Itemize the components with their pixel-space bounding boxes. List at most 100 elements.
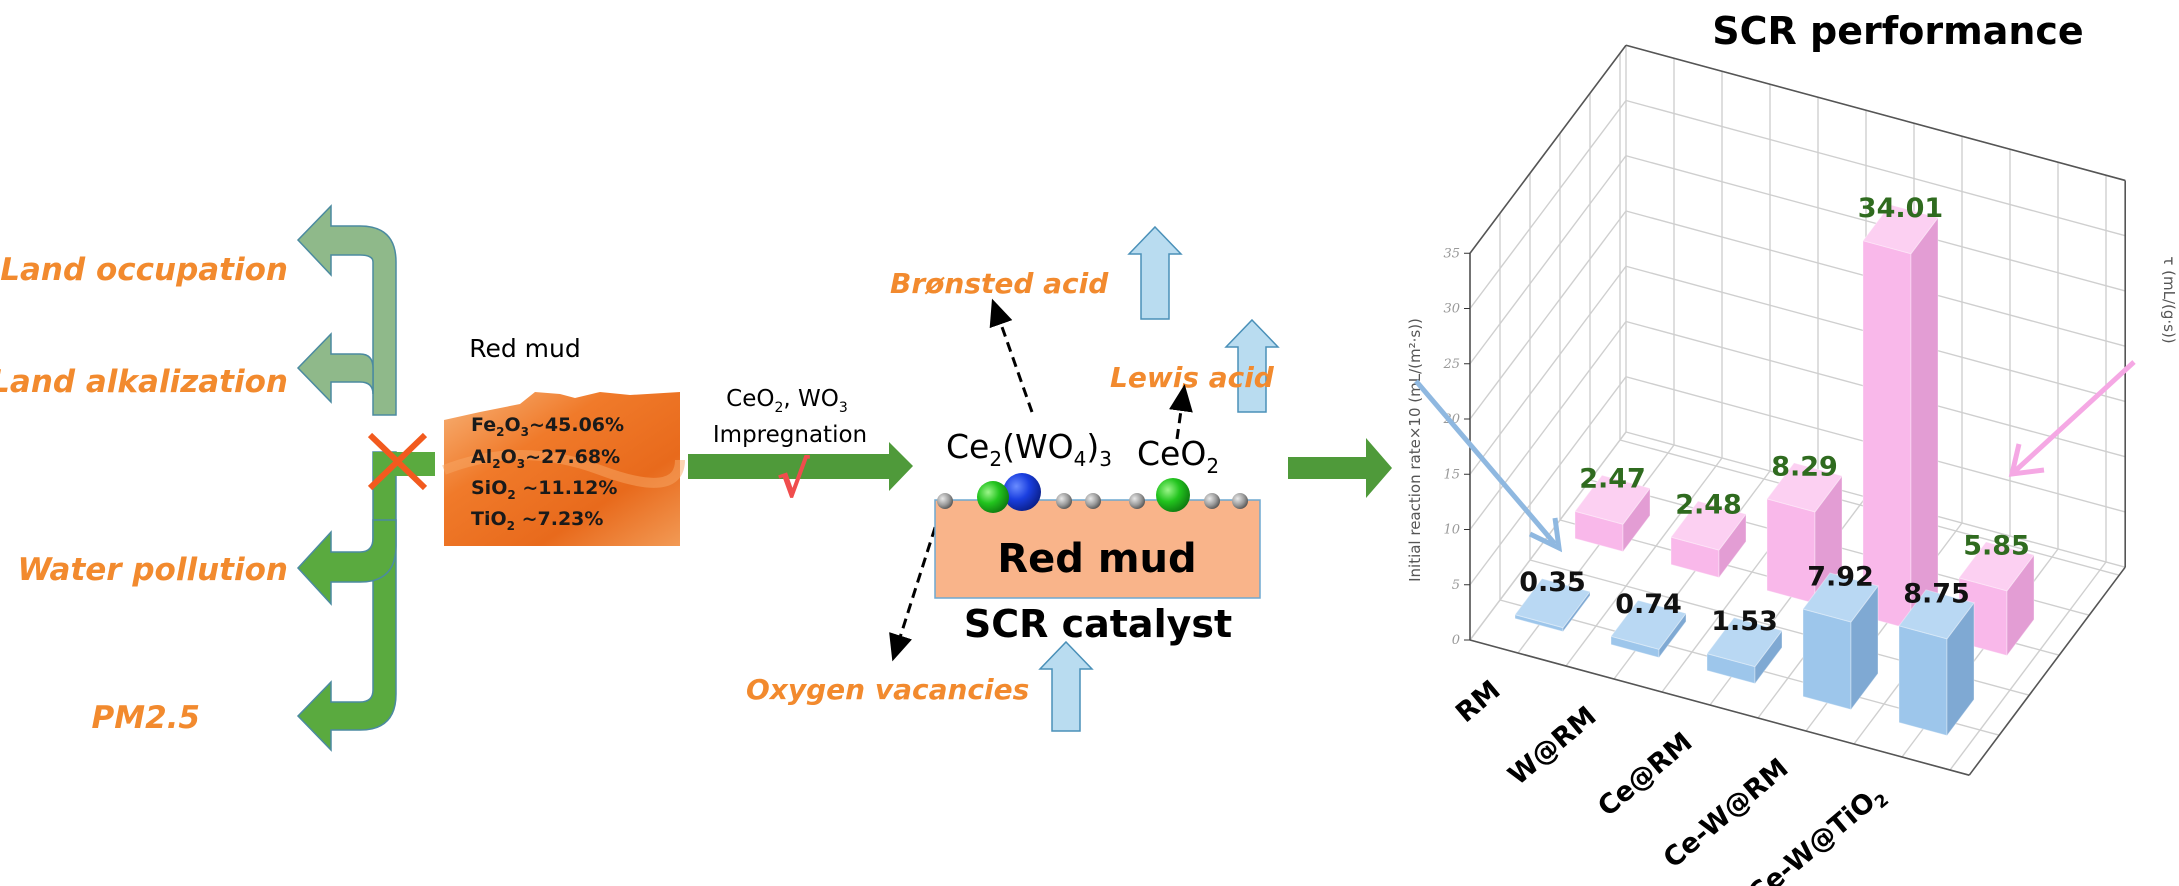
z-tick-label: 0 [1452,633,1460,648]
problem-water-pollution: Water pollution [17,552,288,588]
gridline-leftwall-z [1469,210,1627,420]
problems-panel: Land occupation Land alkalization Water … [0,204,435,752]
z-axis-title-secondary: τ (mL/(g·s)) [2160,256,2178,343]
bar-1-4-top [1958,541,2035,592]
composition-list: Fe2O3~45.06% Al2O3~27.68% SiO2 ~11.12% T… [471,414,624,533]
property-bronsted-acid: Brønsted acid [890,267,1109,300]
value-label: 5.85 [1963,530,2030,561]
chart-bars [1514,204,2035,737]
z-tick-label: 30 [1443,302,1460,317]
gridline-leftwall-z [1469,100,1627,309]
property-lewis-acid: Lewis acid [1110,361,1275,394]
value-label: 34.01 [1858,193,1943,224]
composition-tio2: TiO2 ~7.23% [471,508,603,533]
red-mud-photo [444,392,680,546]
category-label: RM [1450,675,1506,729]
green-trunk-arrow [296,451,397,752]
value-label: 7.92 [1807,561,1874,592]
impregnation-label: Impregnation [713,422,867,448]
z-tick-label: 5 [1452,578,1460,593]
category-label: Ce-W@RM [1658,753,1795,875]
increase-arrow-oxygen [1038,640,1094,732]
category-label: Ce@RM [1592,727,1698,823]
bar-1-1-top [1670,500,1747,551]
problem-pm25: PM2.5 [92,700,201,736]
dashed-pointer-oxygen [889,511,942,662]
bar-0-0-top [1514,578,1591,629]
value-label: 8.75 [1903,578,1970,609]
bar-0-1-top [1610,599,1687,650]
frame-top-left [1469,44,1627,254]
support-label: Red mud [997,536,1196,582]
increase-arrow-bronsted [1127,225,1183,320]
dashed-pointer-bronsted [989,298,1034,413]
chart-title: SCR performance [1712,9,2083,53]
reagents-label: CeO2, WO3 [726,386,848,416]
value-label: 2.47 [1579,464,1646,495]
bar-0-2-top [1706,617,1783,668]
bar-0-4-top [1898,589,1975,640]
to-performance-arrow [1288,438,1392,498]
gridline-leftwall-z [1469,376,1627,586]
chart-value-labels: 2.472.488.2934.015.850.350.741.537.928.7… [1519,193,2030,637]
bar-1-3-side [1910,216,1939,631]
pale-green-alk-arrow [296,332,374,404]
bar-0-4-front [1898,625,1948,737]
catalyst-panel: Brønsted acid Lewis acid Oxygen vacancie… [746,225,1280,732]
red-mud-title: Red mud [469,334,581,363]
chart-grid [1469,44,2126,776]
value-label: 0.74 [1615,589,1682,620]
composition-al2o3: Al2O3~27.68% [471,446,620,471]
bar-1-0-top [1574,474,1651,525]
bar-0-3-front [1802,608,1852,711]
w-species-ball [1003,473,1041,511]
scr-performance-chart: SCR performance 05101520253035 2.472.488… [1406,9,2178,886]
property-oxygen-vacancies: Oxygen vacancies [746,673,1029,706]
series-pointer-pink-arrow [2008,360,2136,477]
frame-top-back [1625,44,2126,182]
gridline-leftwall-z [1469,265,1627,475]
ceo2-ball [1156,478,1190,512]
increase-arrow-lewis [1224,318,1280,413]
z-tick-label: 15 [1443,467,1460,482]
value-label: 2.48 [1675,490,1742,521]
value-label: 8.29 [1771,451,1838,482]
oxygen-vacancy-dots [937,493,1248,509]
gridline-leftwall-z [1469,155,1627,365]
value-label: 0.35 [1519,567,1586,598]
gridline-backwall-z [1625,155,2126,292]
category-label: W@RM [1503,701,1603,792]
problem-land-occupation: Land occupation [0,252,288,288]
dashed-pointer-lewis [1169,384,1193,440]
species-ceo2: CeO2 [1137,434,1219,478]
z-tick-label: 10 [1443,523,1460,538]
species-ce2wo43: Ce2(WO4)3 [946,427,1112,471]
gridline-leftwall-z [1469,321,1627,530]
red-mud-support [934,499,1261,599]
z-tick-label: 25 [1442,357,1460,372]
gridline-floor-cat [1565,457,1723,667]
composition-fe2o3: Fe2O3~45.06% [471,414,624,439]
pale-green-branch-arrow [296,204,397,416]
approved-check-icon: √ [776,451,810,509]
ce-species-ball [977,481,1009,513]
impregnation-step: CeO2, WO3 Impregnation √ [688,386,913,509]
bar-1-2-top [1766,462,1843,513]
gridline-floor-cat [1949,561,2107,771]
process-arrow [688,442,913,491]
catalyst-name: SCR catalyst [964,602,1232,646]
axis-category [1469,639,1970,776]
z-axis-title-primary: Initial reaction rate×10 (mL/(m²·s)) [1406,318,1424,582]
green-water-arrow [296,519,397,606]
problem-land-alkalization: Land alkalization [0,364,288,400]
bar-1-3-top [1862,204,1939,255]
red-mud-panel: Red mud Fe2O3~45.06% Al2O3~27.68% SiO2 ~… [442,334,685,546]
series-pointer-blue-arrow [1414,379,1563,553]
composition-sio2: SiO2 ~11.12% [471,477,617,502]
bar-0-3-top [1802,572,1879,623]
chart-z-ticks: 05101520253035 [1442,246,1470,648]
gridline-backwall-z [1625,99,2126,237]
frame-floor-right [1968,566,2126,776]
